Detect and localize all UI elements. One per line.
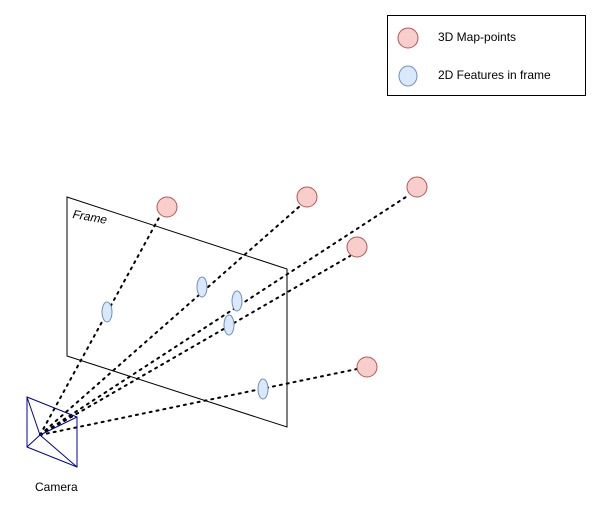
ray-4 (39, 255, 351, 436)
feature-point (257, 378, 269, 400)
camera-icon (26, 396, 78, 468)
feature-point (101, 301, 113, 323)
feature-legend-icon (398, 65, 418, 87)
map-point-legend-icon (397, 27, 419, 49)
frame-plane (66, 196, 288, 428)
ray-2 (39, 205, 301, 436)
camera-body (26, 396, 78, 468)
legend-label: 2D Features in frame (438, 68, 551, 82)
camera-edge (26, 434, 41, 448)
feature-point (231, 290, 243, 312)
legend-item-features: 2D Features in frame (388, 64, 585, 88)
feature-point (196, 276, 208, 298)
legend: 3D Map-points 2D Features in frame (387, 15, 586, 96)
camera-edge (39, 416, 78, 436)
map-point (346, 236, 368, 258)
ray-1 (39, 215, 161, 436)
feature-point (223, 314, 235, 336)
projection-rays (39, 194, 410, 436)
legend-item-map-points: 3D Map-points (388, 26, 585, 50)
camera-label: Camera (35, 480, 78, 494)
map-point (356, 356, 378, 378)
ray-3 (39, 194, 410, 436)
ray-5 (39, 368, 358, 436)
features-2d (101, 276, 269, 400)
camera-edge (39, 434, 78, 468)
map-point (296, 186, 318, 208)
camera-edge (26, 396, 41, 436)
map-points-3d (156, 176, 428, 378)
map-point (406, 176, 428, 198)
legend-label: 3D Map-points (438, 30, 517, 44)
map-point (156, 196, 178, 218)
